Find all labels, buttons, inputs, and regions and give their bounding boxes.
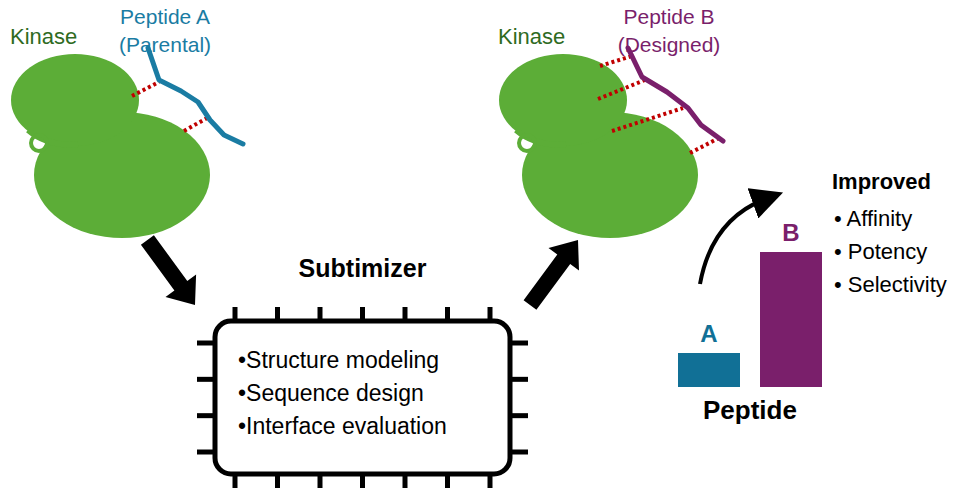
flow-arrow [524,240,579,310]
axis-label: Peptide [680,394,820,427]
contact-line [600,56,632,66]
kinase-label: Kinase [10,24,77,50]
chip-title: Subtimizer [195,253,530,283]
bar-label: A [678,320,740,349]
contact-line [690,138,719,153]
list-heading: Improved [832,168,931,196]
chip-box: Subtimizer•Structure modeling•Sequence d… [195,305,530,490]
bullet-item: •Structure modeling [238,347,439,375]
bar: B [760,252,822,387]
bullet-item: •Sequence design [238,380,424,408]
bar-label: B [760,219,822,248]
peptide-label: Peptide B (Designed) [610,3,728,59]
peptide-label: Peptide A (Parental) [108,3,222,59]
list-item: • Affinity [834,205,912,233]
curved-arrow [700,198,768,284]
bar: A [678,353,740,387]
contact-line [184,118,207,131]
flow-arrow [141,235,196,305]
kinase-label: Kinase [498,24,565,50]
list-item: • Potency [834,238,927,266]
list-item: • Selectivity [834,271,947,299]
bullet-item: •Interface evaluation [238,413,447,441]
